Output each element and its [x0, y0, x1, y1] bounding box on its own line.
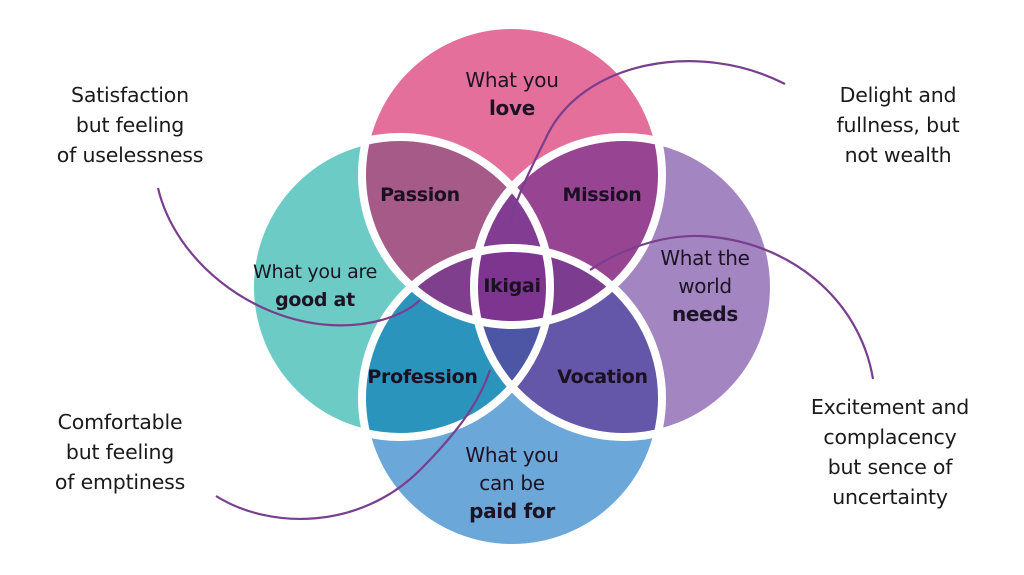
label-good-at: What you are good at: [252, 261, 378, 311]
label-love: What you love: [465, 68, 559, 120]
label-passion: Passion: [380, 184, 460, 206]
connector-top-left: [156, 187, 421, 327]
label-mission: Mission: [562, 184, 642, 206]
connector-bottom-right: [589, 234, 875, 380]
label-world-needs: What the world needs: [660, 246, 750, 326]
label-vocation: Vocation: [557, 366, 648, 388]
label-paid-for: What you can be paid for: [465, 443, 559, 523]
label-ikigai: Ikigai: [483, 275, 541, 297]
note-bottom-left: Comfortable but feeling of emptiness: [54, 410, 186, 494]
note-top-left: Satisfaction but feeling of uselessness: [56, 83, 204, 167]
note-top-right: Delight and fullness, but not wealth: [836, 83, 960, 167]
label-profession: Profession: [367, 366, 478, 388]
connector-bottom-left: [215, 369, 492, 521]
connector-top-right: [508, 60, 786, 226]
note-bottom-right: Excitement and complacency but sence of …: [810, 395, 970, 509]
